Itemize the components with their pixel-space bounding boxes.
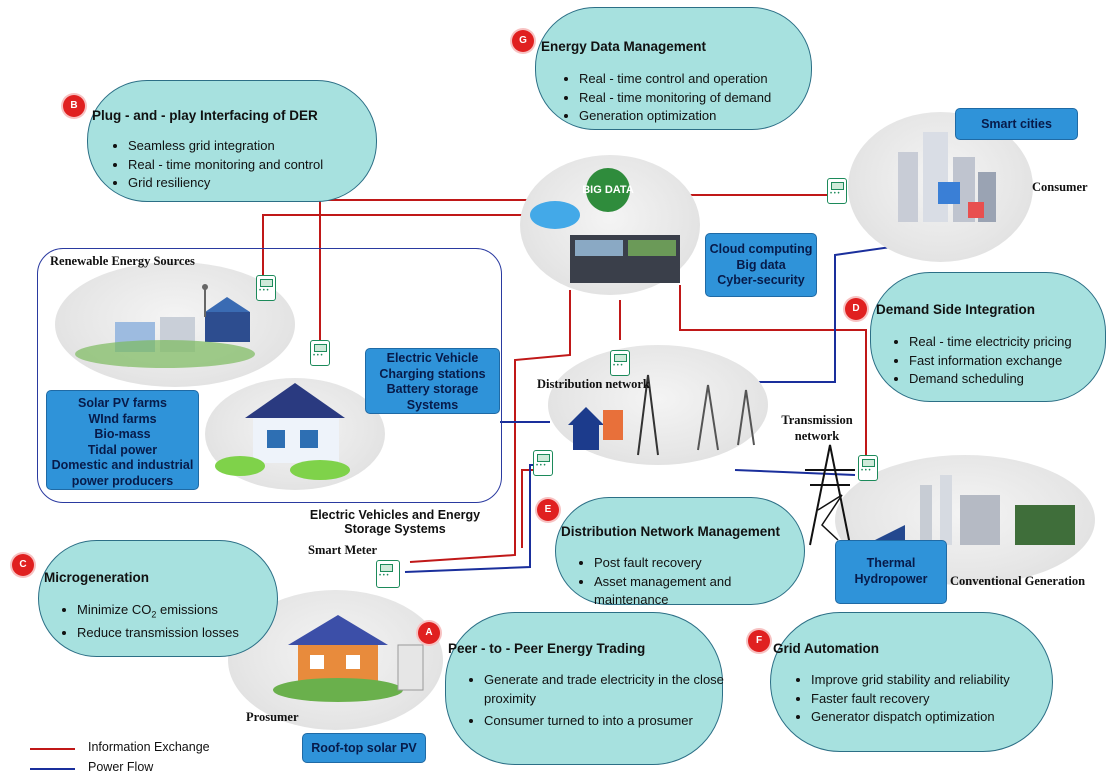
bubble-list: Generate and trade electricity in the cl… — [466, 671, 729, 731]
microgeneration-bubble: Microgeneration Minimize CO2 emissions R… — [38, 540, 278, 657]
prosumer-illustration — [228, 590, 443, 730]
wind-farm-icon — [75, 284, 255, 368]
list-item: Fast information exchange — [909, 352, 1072, 371]
list-item: Real - time control and operation — [579, 70, 771, 89]
list-item: Minimize CO2 emissions — [77, 601, 239, 624]
bubble-list: Post fault recovery Asset management and… — [576, 554, 809, 610]
bubble-title: Peer - to - Peer Energy Trading — [448, 641, 646, 656]
bubble-title: Plug - and - play Interfacing of DER — [92, 108, 318, 123]
legend-power-line — [30, 768, 75, 770]
list-item: Real - time electricity pricing — [909, 333, 1072, 352]
list-item: Seamless grid integration — [128, 137, 323, 156]
badge-e: E — [537, 499, 559, 521]
city-icon — [898, 132, 996, 222]
badge-d: D — [845, 298, 867, 320]
bubble-title: Distribution Network Management — [561, 524, 781, 539]
badge-c: C — [12, 554, 34, 576]
list-item: Generator dispatch optimization — [811, 708, 1010, 727]
big-data-label: BIG DATA — [582, 184, 634, 196]
conventional-generation-label: Conventional Generation — [950, 574, 1086, 588]
smart-cities-box: Smart cities — [955, 108, 1078, 140]
badge-f: F — [748, 630, 770, 652]
smart-meter-label: Smart Meter — [308, 543, 378, 557]
bubble-list: Seamless grid integration Real - time mo… — [110, 137, 323, 193]
demand-side-integration-bubble: Demand Side Integration Real - time elec… — [870, 272, 1106, 402]
smart-meter-icon — [256, 275, 276, 301]
smart-meter-icon — [827, 178, 847, 204]
big-data-illustration: BIG DATA — [520, 155, 700, 295]
bubble-list: Improve grid stability and reliability F… — [793, 671, 1010, 727]
renewable-energy-label: Renewable Energy Sources — [50, 254, 195, 268]
badge-a: A — [418, 622, 440, 644]
list-item: Generate and trade electricity in the cl… — [484, 671, 729, 708]
distribution-network-management-bubble: Distribution Network Management Post fau… — [555, 497, 805, 607]
list-item: Post fault recovery — [594, 554, 809, 573]
bubble-title: Grid Automation — [773, 641, 879, 656]
rooftop-solar-box: Roof-top solar PV — [302, 733, 426, 763]
list-item: Grid resiliency — [128, 174, 323, 193]
list-item: Reduce transmission losses — [77, 624, 239, 643]
energy-data-management-bubble: Energy Data Management Real - time contr… — [535, 7, 812, 130]
bubble-title: Energy Data Management — [541, 39, 707, 54]
prosumer-label: Prosumer — [246, 710, 299, 724]
grid-automation-bubble: Grid Automation Improve grid stability a… — [770, 612, 1053, 752]
renewable-illustration — [55, 262, 295, 387]
smart-meter-icon — [858, 455, 878, 481]
list-item: Demand scheduling — [909, 370, 1072, 389]
list-item: Generation optimization — [579, 107, 771, 126]
transmission-tower-icon — [805, 444, 855, 546]
list-item: Real - time monitoring of demand — [579, 89, 771, 108]
renewable-group-frame — [37, 248, 502, 503]
distribution-network-label: Distribution network — [537, 377, 650, 391]
info-line-renewable — [262, 214, 525, 278]
list-item: Faster fault recovery — [811, 690, 1010, 709]
badge-g: G — [512, 30, 534, 52]
peer-to-peer-bubble: Peer - to - Peer Energy Trading Generate… — [445, 612, 724, 765]
legend-info-line — [30, 748, 75, 750]
legend-power-label: Power Flow — [88, 760, 154, 774]
bubble-title: Microgeneration — [44, 570, 150, 585]
prosumer-house-icon — [273, 615, 424, 702]
plug-and-play-bubble: Plug - and - play Interfacing of DER Sea… — [87, 80, 377, 202]
info-line-prosumer-1 — [409, 290, 571, 563]
list-item: Asset management and maintenance — [594, 573, 809, 610]
info-line-demand — [679, 285, 867, 455]
list-item: Improve grid stability and reliability — [811, 671, 1010, 690]
cloud-icon: BIG DATA — [530, 168, 680, 283]
distribution-illustration — [548, 345, 768, 465]
smart-meter-icon — [310, 340, 330, 366]
bubble-list: Real - time control and operation Real -… — [561, 70, 771, 126]
ev-house-illustration — [205, 378, 385, 490]
badge-b: B — [63, 95, 85, 117]
smart-meter-icon — [533, 450, 553, 476]
smart-meter-icon — [610, 350, 630, 376]
list-item: Real - time monitoring and control — [128, 156, 323, 175]
bubble-list: Minimize CO2 emissions Reduce transmissi… — [59, 601, 239, 643]
legend-info-label: Information Exchange — [88, 740, 210, 754]
consumer-label: Consumer — [1032, 180, 1088, 194]
ev-house-icon — [215, 383, 350, 480]
power-tower-icon — [568, 374, 755, 456]
smart-meter-icon — [376, 560, 400, 588]
list-item: Consumer turned to into a prosumer — [484, 712, 729, 731]
bubble-list: Real - time electricity pricing Fast inf… — [891, 333, 1072, 389]
bubble-title: Demand Side Integration — [876, 302, 1036, 317]
